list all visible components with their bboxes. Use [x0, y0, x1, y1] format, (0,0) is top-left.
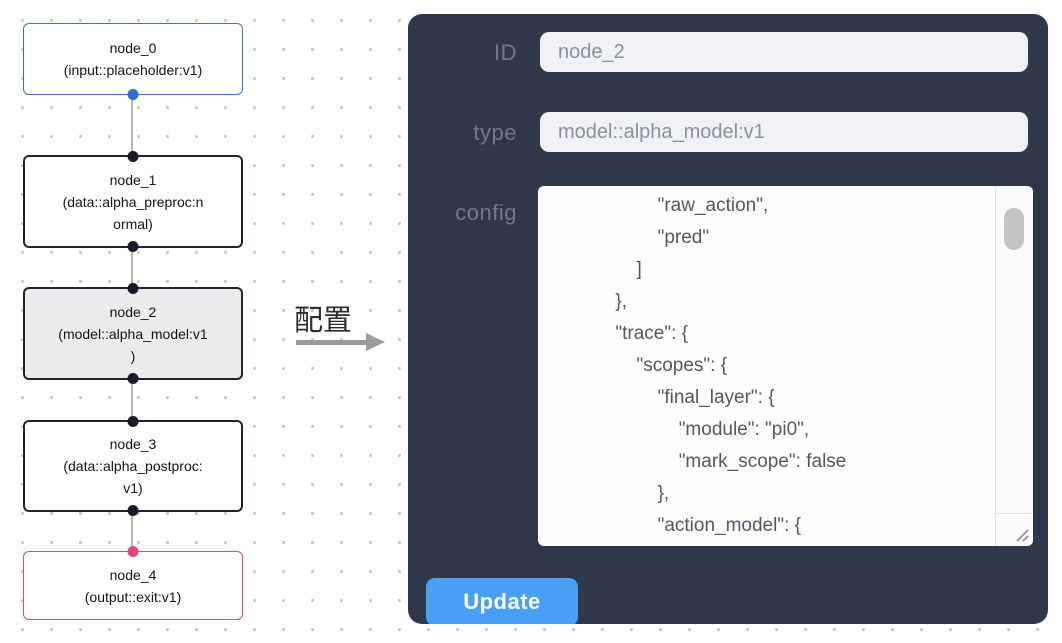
- node-label: node_1 (data::alpha_preproc:n ormal): [62, 171, 204, 232]
- type-field-label: type: [473, 120, 517, 145]
- id-input[interactable]: [540, 32, 1028, 72]
- flow-node-node_2[interactable]: node_2 (model::alpha_model:v1 ): [23, 283, 243, 384]
- node-label: node_2 (model::alpha_model:v1 ): [58, 303, 208, 364]
- right-arrow-head-icon: [366, 333, 385, 351]
- edge-node0-node1: [131, 95, 133, 155]
- edge-node1-node2: [131, 248, 133, 287]
- node-config-panel: ID type config "raw_action", "pred" ] },…: [408, 14, 1048, 624]
- flow-node-node_0[interactable]: node_0 (input::placeholder:v1): [23, 23, 243, 100]
- input-handle-icon[interactable]: [127, 283, 139, 294]
- node-label: node_4 (output::exit:v1): [84, 566, 182, 605]
- scrollbar-corner: [995, 513, 1033, 546]
- configure-annotation: 配置: [294, 305, 353, 337]
- config-textarea[interactable]: "raw_action", "pred" ] }, "trace": { "sc…: [538, 186, 1033, 546]
- node-label: node_3 (data::alpha_postproc: v1): [63, 436, 203, 496]
- right-arrow-icon: [296, 340, 368, 345]
- output-handle-icon[interactable]: [127, 373, 139, 384]
- flow-node-node_3[interactable]: node_3 (data::alpha_postproc: v1): [23, 416, 243, 516]
- output-handle-icon[interactable]: [127, 505, 139, 516]
- config-json-content[interactable]: "raw_action", "pred" ] }, "trace": { "sc…: [615, 195, 847, 536]
- id-field-label: ID: [494, 40, 517, 65]
- type-input[interactable]: [540, 112, 1028, 152]
- edge-node2-node3: [131, 380, 133, 420]
- input-handle-icon[interactable]: [127, 546, 139, 557]
- output-handle-icon[interactable]: [127, 241, 139, 252]
- resize-grip-icon[interactable]: [1014, 527, 1030, 543]
- config-field-label: config: [455, 200, 517, 225]
- input-handle-icon[interactable]: [127, 416, 139, 427]
- flow-node-node_1[interactable]: node_1 (data::alpha_preproc:n ormal): [23, 151, 243, 252]
- flow-node-node_4[interactable]: node_4 (output::exit:v1): [23, 546, 243, 620]
- input-handle-icon[interactable]: [127, 151, 139, 162]
- output-handle-icon[interactable]: [127, 89, 139, 100]
- update-button[interactable]: Update: [426, 578, 578, 624]
- node-label: node_0 (input::placeholder:v1): [63, 40, 203, 78]
- edge-node3-node4: [131, 512, 133, 551]
- scrollbar-thumb[interactable]: [1004, 208, 1024, 250]
- vertical-scrollbar[interactable]: [995, 186, 1033, 546]
